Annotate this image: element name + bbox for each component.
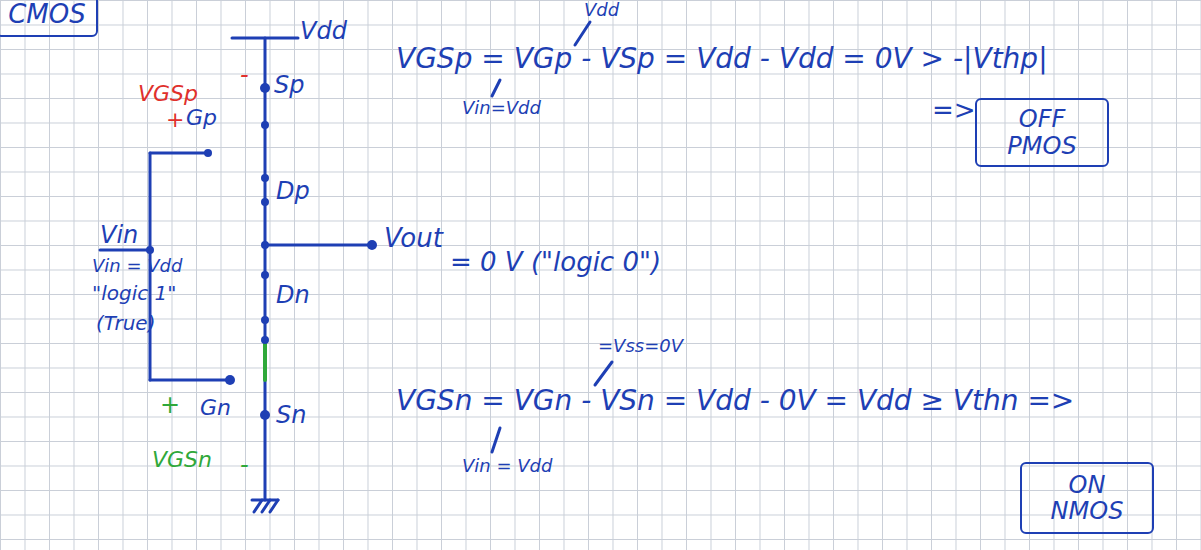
output-value: = 0 V ("logic 0") bbox=[450, 248, 661, 277]
polarity-sign: - bbox=[240, 62, 249, 88]
title-box: CMOS bbox=[0, 0, 98, 37]
pin-name: Gn bbox=[200, 396, 231, 420]
pin-name: Dp bbox=[276, 178, 310, 204]
implication: => bbox=[932, 96, 976, 125]
box-text: ON NMOS bbox=[1032, 472, 1142, 525]
voltage-name: VGSn bbox=[152, 448, 212, 472]
polarity-sign: + bbox=[160, 392, 180, 418]
box-text: OFF PMOS bbox=[987, 106, 1097, 159]
note: Vin=Vdd bbox=[462, 98, 541, 118]
equation: VGSp = VGp - VSp = Vdd - Vdd = 0V > -|Vt… bbox=[396, 44, 1048, 75]
note: Vin = Vdd bbox=[462, 456, 552, 476]
box-text: CMOS bbox=[8, 0, 86, 29]
voltage-name: VGSp bbox=[138, 82, 198, 106]
pin-name: Gp bbox=[186, 106, 217, 130]
pin-name: Sp bbox=[274, 72, 304, 98]
signal-value: Vin = Vdd bbox=[92, 256, 182, 276]
pin-name: Sn bbox=[276, 402, 306, 428]
polarity-sign: - bbox=[240, 452, 249, 478]
signal-name: Vin bbox=[100, 222, 138, 248]
state-box: OFF PMOS bbox=[975, 98, 1109, 167]
polarity-sign: + bbox=[166, 108, 184, 132]
equation: VGSn = VGn - VSn = Vdd - 0V = Vdd ≥ Vthn… bbox=[396, 386, 1074, 417]
pin-name: Dn bbox=[276, 282, 310, 308]
state-box: ON NMOS bbox=[1020, 462, 1154, 534]
note: Vdd bbox=[584, 0, 619, 20]
note: =Vss=0V bbox=[598, 336, 683, 356]
note: (True) bbox=[96, 312, 155, 334]
signal-name: Vout bbox=[384, 224, 443, 253]
supply-name: Vdd bbox=[300, 18, 347, 44]
note: "logic 1" bbox=[92, 282, 177, 304]
